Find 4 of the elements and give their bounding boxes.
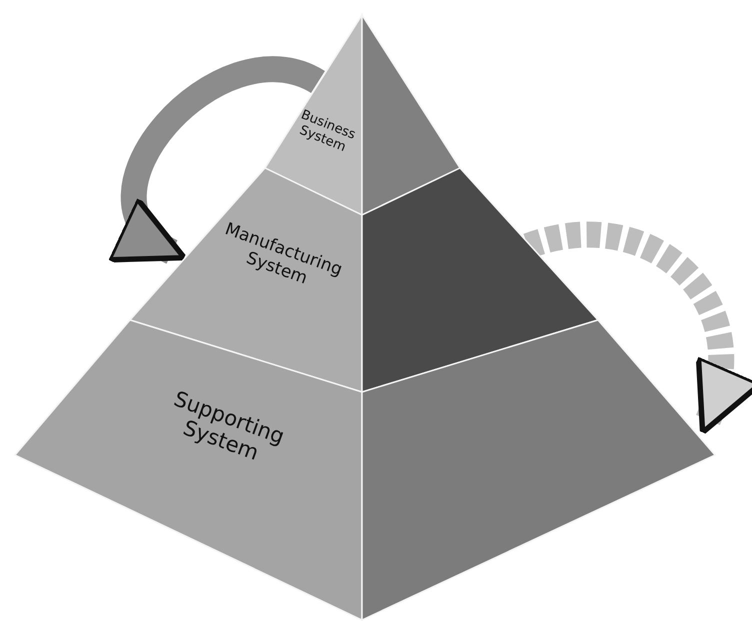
pyramid-tier (130, 168, 598, 392)
curved-arrow (524, 222, 752, 436)
pyramid-tier (15, 320, 715, 620)
pyramid-tier (265, 15, 460, 215)
